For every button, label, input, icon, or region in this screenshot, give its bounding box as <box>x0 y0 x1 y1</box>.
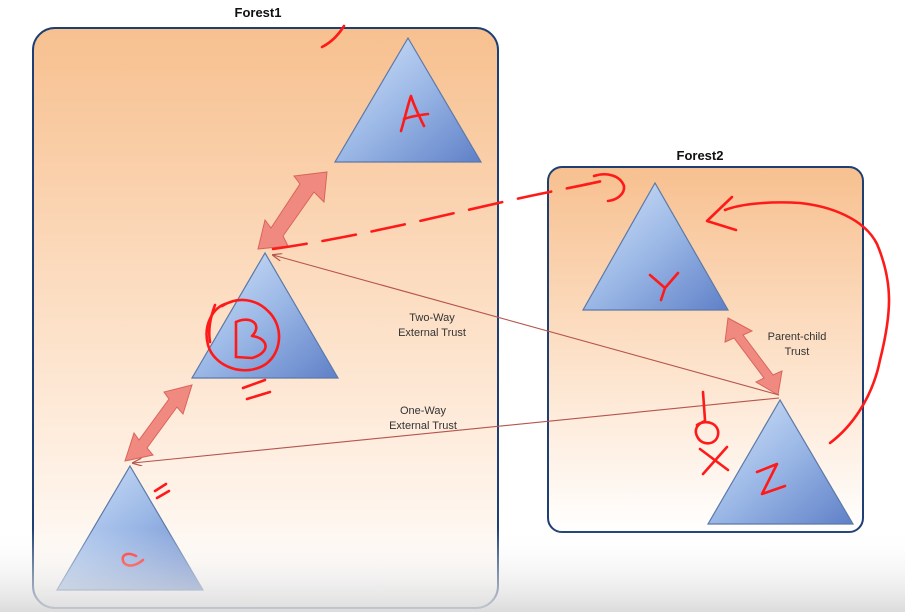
domain-b-triangle <box>190 251 340 379</box>
parent-child-trust-label-line2: Trust <box>785 346 810 358</box>
parent-child-trust-label-line1: Parent-child <box>768 331 827 343</box>
two-way-trust-line <box>273 255 780 396</box>
z-to-y-loop-arrowhead <box>705 195 738 232</box>
one-way-trust-label-line2: External Trust <box>389 420 457 432</box>
bottom-fade-overlay <box>0 528 905 612</box>
domain-y-handwritten-label <box>648 271 680 302</box>
domain-b-handwritten-label <box>205 298 281 401</box>
trust-arrow-a-b <box>257 171 328 250</box>
forest2-title: Forest2 <box>677 148 724 163</box>
forest1-top-mark <box>320 24 346 49</box>
two-way-trust-label-line2: External Trust <box>398 327 466 339</box>
one-way-trust-label-line1: One-Way <box>400 405 447 417</box>
domain-a-triangle <box>333 36 483 163</box>
dashed-trust-hook <box>592 173 626 203</box>
domain-z-side-marks <box>694 390 730 476</box>
z-to-y-loop <box>723 201 891 445</box>
one-way-trust-line <box>133 397 780 463</box>
forest1-title: Forest1 <box>235 5 282 20</box>
domain-z-triangle <box>706 398 855 525</box>
handwritten-annotations <box>121 24 891 567</box>
dashed-trust-sketch <box>271 176 616 251</box>
domain-a-handwritten-label <box>399 94 430 133</box>
trust-arrow-b-c <box>124 384 193 462</box>
domain-z-handwritten-label <box>755 462 787 496</box>
domain-y-triangle <box>581 181 730 311</box>
two-way-trust-label-line1: Two-Way <box>409 312 455 324</box>
